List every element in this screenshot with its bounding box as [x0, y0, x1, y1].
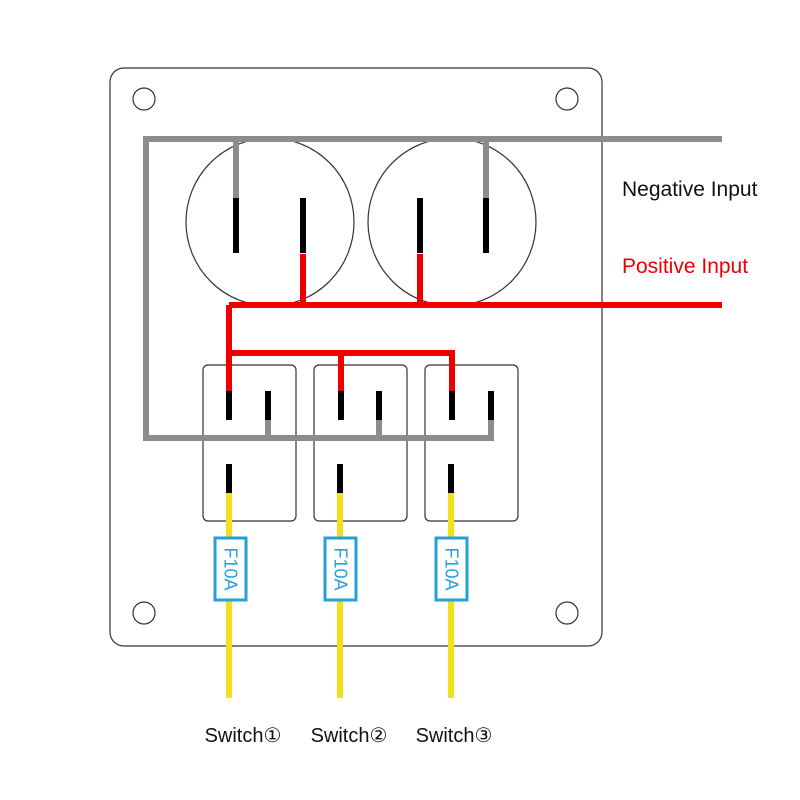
mounting-hole-top-left [132, 87, 156, 111]
negative-input-label: Negative Input [622, 178, 758, 201]
switch-2-label: Switch② [311, 725, 388, 747]
fuse-3: F10A [434, 536, 469, 602]
mounting-hole-bottom-right [555, 601, 579, 625]
socket-right [367, 137, 537, 307]
negative-bus-loop [143, 136, 722, 441]
switch-3-terminal-neg [488, 391, 494, 420]
fuse-2-label: F10A [331, 547, 351, 590]
fuse-2: F10A [323, 536, 358, 602]
switch-1-terminal-in [226, 391, 232, 420]
switch-3-terminal-in [449, 391, 455, 420]
positive-input-label: Positive Input [622, 255, 748, 278]
fuse-1: F10A [213, 536, 248, 602]
terminals [226, 198, 494, 493]
fuse-2-body [323, 536, 358, 602]
mounting-hole-top-right [555, 87, 579, 111]
socket-right-terminal-a [417, 198, 423, 253]
switch-2-terminal-neg [376, 391, 382, 420]
switch-box-1 [202, 364, 297, 522]
switch-1-terminal-neg [265, 391, 271, 420]
positive-branch-bus [229, 350, 455, 392]
fuse-3-body [434, 536, 469, 602]
mounting-hole-bottom-left [132, 601, 156, 625]
switch-box-2 [313, 364, 408, 522]
socket-left-terminal-b [300, 198, 306, 253]
switch-2-terminal-out [337, 464, 343, 493]
fuse-1-body [213, 536, 248, 602]
socket-right-terminal-b [483, 198, 489, 253]
socket-left [185, 137, 355, 307]
socket-left-terminal-a [233, 198, 239, 253]
positive-wiring [226, 254, 722, 392]
switch-3-terminal-out [448, 464, 454, 493]
negative-wiring [143, 136, 722, 441]
fuse-1-label: F10A [221, 547, 241, 590]
switch-1-label: Switch① [205, 725, 282, 747]
switch-1-terminal-out [226, 464, 232, 493]
switch-2-terminal-in [338, 391, 344, 420]
switch-box-3 [424, 364, 519, 522]
fuse-3-label: F10A [442, 547, 462, 590]
switch-3-label: Switch③ [416, 725, 493, 747]
